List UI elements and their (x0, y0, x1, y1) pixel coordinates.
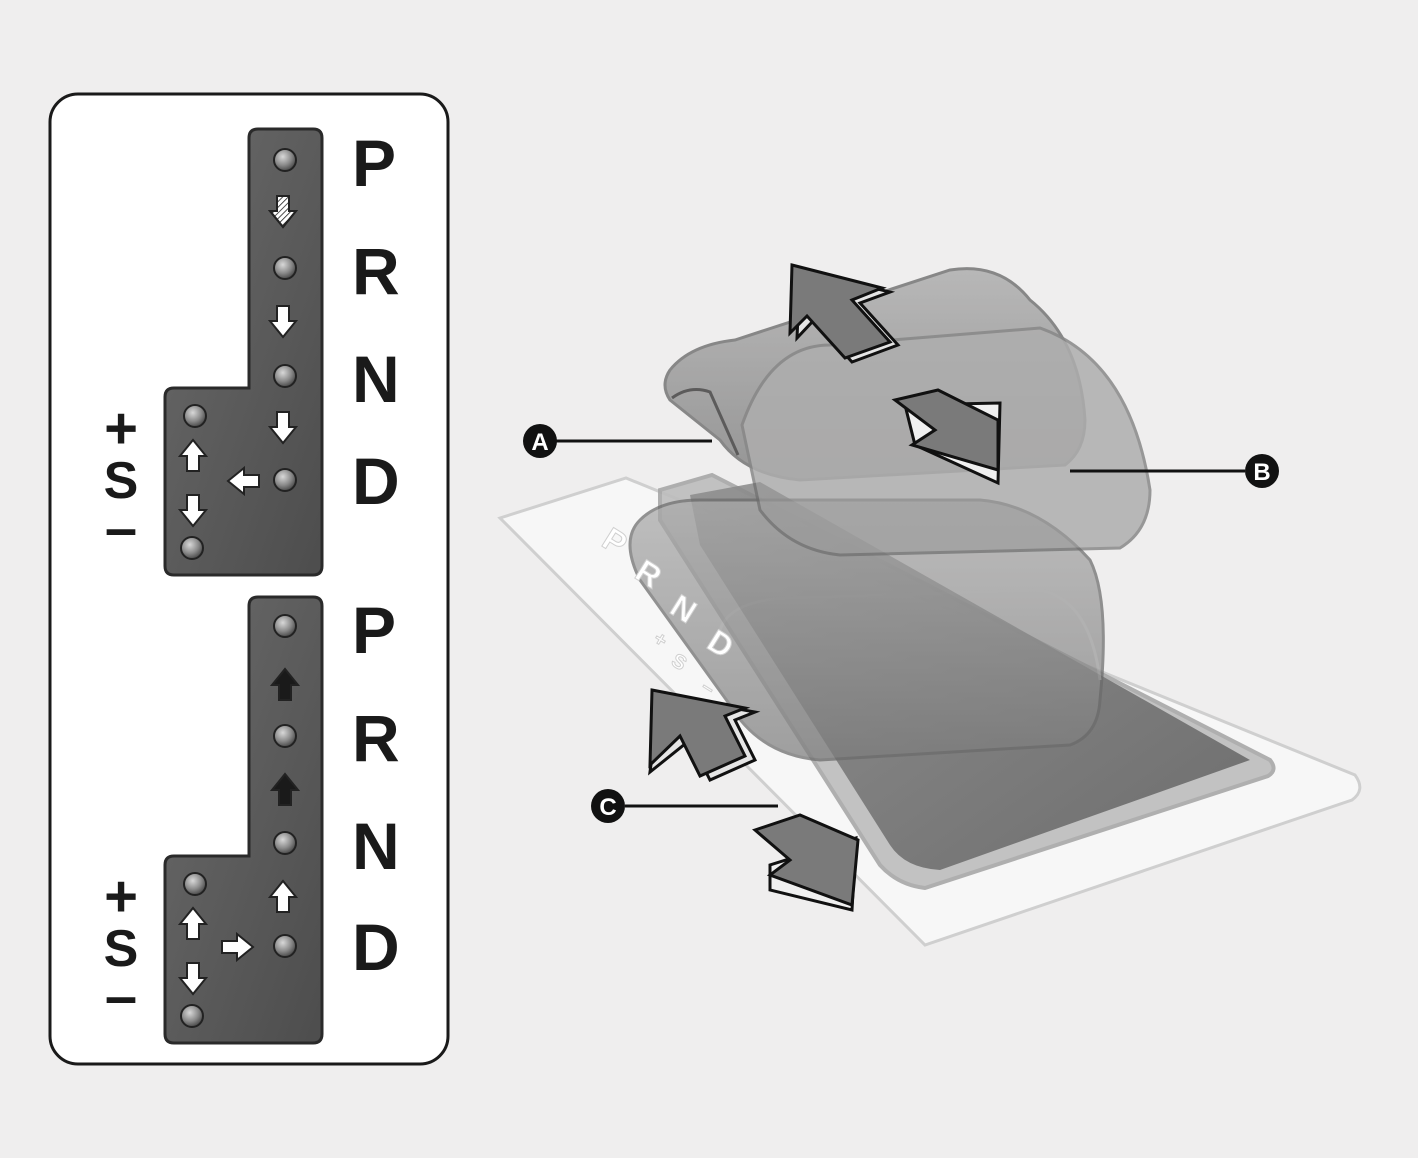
gear-label-r: R (352, 701, 400, 775)
led-indicator-icon (273, 364, 297, 388)
gear-label-d: D (352, 910, 400, 984)
gear-label-n: N (352, 342, 400, 416)
led-indicator-icon (183, 404, 207, 428)
callout-c: C (591, 789, 778, 823)
arrow-forward-icon (788, 263, 901, 364)
gate-plate-bottom (163, 595, 324, 1045)
led-indicator-icon (183, 872, 207, 896)
gate-plate-top (163, 127, 324, 577)
panel-frame (48, 92, 450, 1066)
manual-plus-label: + (104, 864, 138, 929)
led-indicator-icon (273, 831, 297, 855)
gear-label-d: D (352, 444, 400, 518)
callout-c-label: C (599, 794, 616, 821)
gear-label-r: R (352, 234, 400, 308)
led-indicator-icon (273, 256, 297, 280)
manual-plus-label: + (104, 396, 138, 461)
callout-b-label: B (1253, 459, 1270, 486)
sport-mode-label: S (103, 452, 139, 510)
led-indicator-icon (273, 468, 297, 492)
arrow-backward-icon (891, 388, 1002, 486)
led-indicator-icon (273, 724, 297, 748)
gear-label-n: N (352, 809, 400, 883)
callout-b: B (1070, 454, 1279, 488)
led-indicator-icon (180, 1004, 204, 1028)
callout-a-label: A (531, 429, 548, 456)
led-indicator-icon (273, 614, 297, 638)
gear-label-p: P (352, 126, 397, 200)
led-indicator-icon (273, 934, 297, 958)
arrow-minus-icon (752, 813, 860, 912)
led-indicator-icon (273, 148, 297, 172)
led-indicator-icon (180, 536, 204, 560)
manual-minus-label: – (104, 496, 138, 561)
callout-a: A (523, 424, 712, 458)
manual-minus-label: – (104, 964, 138, 1029)
sport-mode-label: S (103, 920, 139, 978)
arrow-plus-icon (648, 688, 761, 782)
gear-label-p: P (352, 593, 397, 667)
